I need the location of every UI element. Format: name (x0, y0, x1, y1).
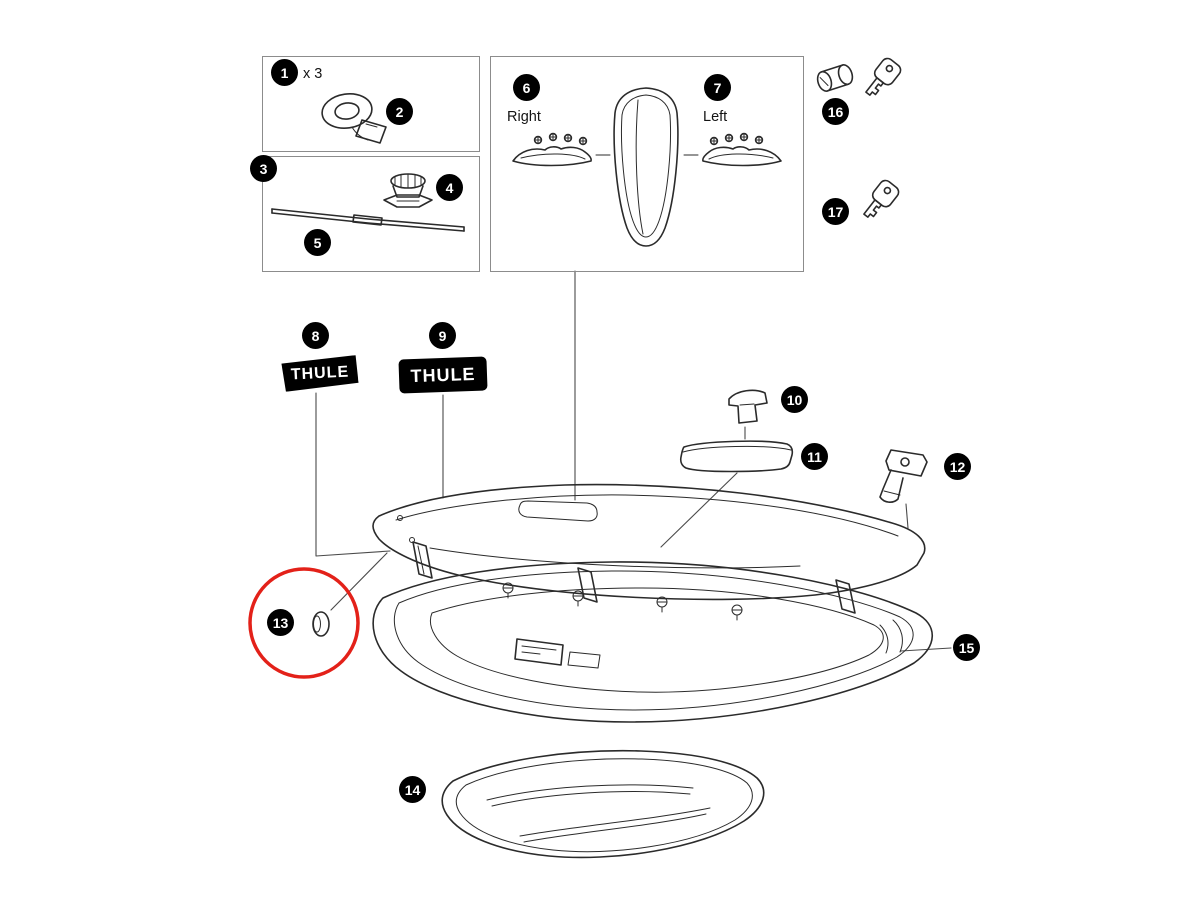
group-box-rod-kit (262, 156, 480, 272)
thule-logo-decal-9: THULE (398, 356, 488, 394)
part-badge-8: 8 (302, 322, 329, 349)
strap-icon (321, 93, 387, 144)
thule-logo-text: THULE (290, 362, 350, 384)
lid-stay-arms (412, 541, 856, 614)
mounting-knobs (502, 582, 743, 621)
right-side-label: Right (507, 109, 541, 125)
part-badge-7: 7 (704, 74, 731, 101)
part-badge-5: 5 (304, 229, 331, 256)
part-badge-15: 15 (953, 634, 980, 661)
spreader-rod-icon (271, 208, 465, 232)
part-badge-1: 1 (271, 59, 298, 86)
key-icon (865, 57, 902, 96)
part-badge-4: 4 (436, 174, 463, 201)
lock-cylinder-icon (816, 64, 854, 92)
left-spoiler-fitting-icon (683, 132, 782, 167)
quantity-note-label: x 3 (303, 66, 323, 82)
hole-plug-icon (312, 611, 330, 637)
part-badge-6: 6 (513, 74, 540, 101)
roof-box-lid (372, 483, 926, 601)
base-panel-icon (441, 749, 765, 859)
tensioning-knob-icon (383, 173, 433, 208)
part-badge-14: 14 (399, 776, 426, 803)
part-badge-16: 16 (822, 98, 849, 125)
part-badge-10: 10 (781, 386, 808, 413)
part-badge-3: 3 (250, 155, 277, 182)
right-spoiler-fitting-icon (512, 132, 611, 167)
lid-clip-icon (728, 389, 768, 424)
part-badge-2: 2 (386, 98, 413, 125)
rear-spoiler-icon (613, 87, 679, 247)
group-box-spoiler-kit (490, 56, 804, 272)
thule-logo-text: THULE (410, 363, 476, 386)
connector-lines (315, 270, 952, 652)
part-badge-12: 12 (944, 453, 971, 480)
lid-lifter-bracket-icon (879, 449, 928, 503)
handle-block-icon (679, 440, 794, 473)
part-badge-13: 13 (267, 609, 294, 636)
highlight-circle-13 (248, 567, 360, 679)
key-icon (863, 179, 900, 218)
part-badge-9: 9 (429, 322, 456, 349)
left-side-label: Left (703, 109, 728, 125)
part-badge-17: 17 (822, 198, 849, 225)
group-box-straps (262, 56, 480, 152)
part-badge-11: 11 (801, 443, 828, 470)
roof-box-base (372, 561, 933, 723)
